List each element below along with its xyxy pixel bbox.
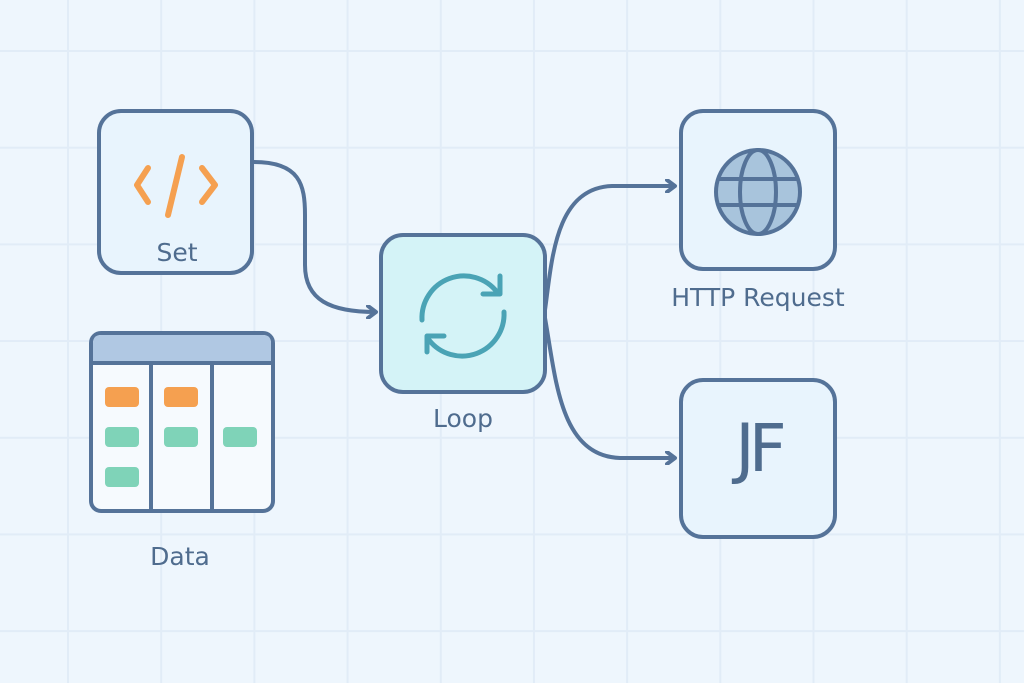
data-chip	[164, 387, 198, 407]
data-chip	[105, 387, 139, 407]
set-node[interactable]	[97, 109, 254, 275]
table-header	[93, 335, 271, 361]
code-icon	[134, 154, 218, 218]
http-request-node[interactable]	[679, 109, 837, 271]
http-request-label: HTTP Request	[671, 283, 845, 312]
loop-node[interactable]	[379, 233, 547, 394]
data-chip	[164, 427, 198, 447]
data-chip	[105, 467, 139, 487]
data-label: Data	[150, 542, 210, 571]
loop-label: Loop	[433, 404, 493, 433]
connector-loop-to-jf[interactable]	[543, 317, 675, 458]
connector-set-to-loop[interactable]	[253, 160, 376, 312]
data-chip	[223, 427, 257, 447]
data-chip	[105, 427, 139, 447]
set-label: Set	[156, 238, 198, 267]
connector-loop-to-http[interactable]	[543, 186, 675, 311]
jf-glyph: JF	[735, 410, 786, 487]
globe-icon	[714, 148, 802, 236]
refresh-icon	[419, 273, 507, 359]
data-table-node[interactable]	[89, 331, 275, 513]
jf-node[interactable]	[679, 378, 837, 539]
